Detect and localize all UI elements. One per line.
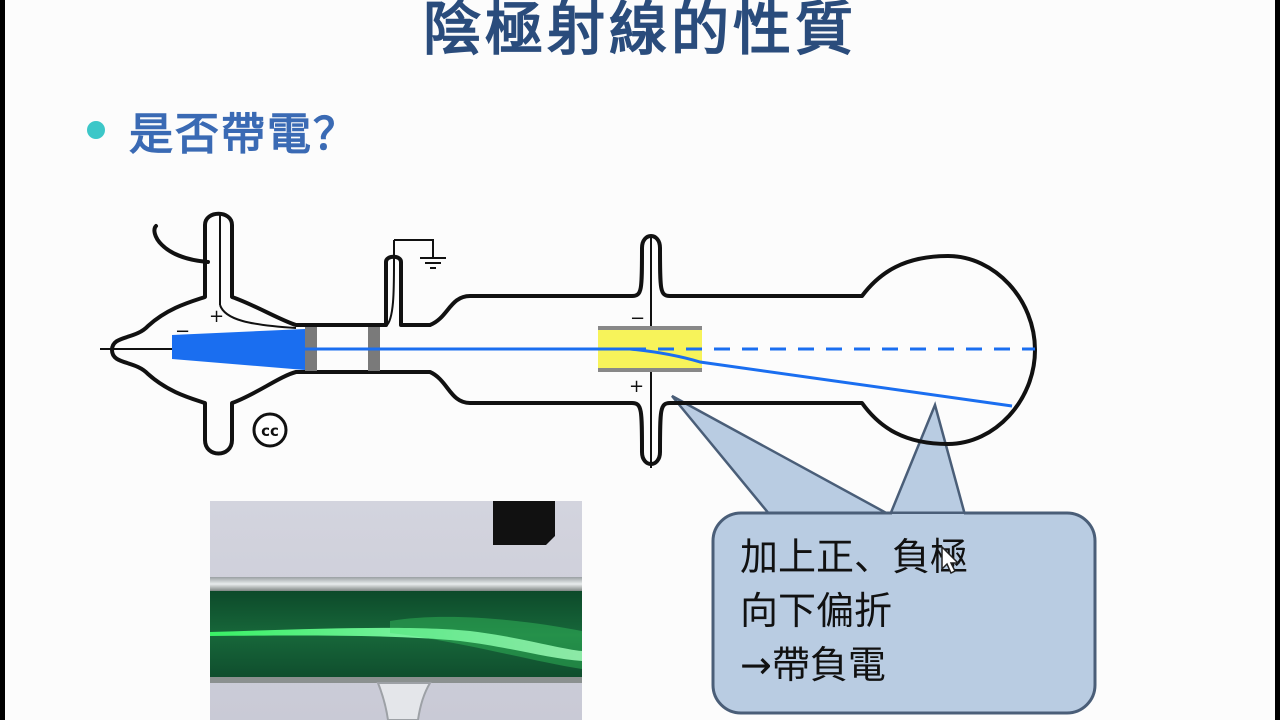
electron-beam-cone	[172, 329, 305, 370]
anode-sign: +	[209, 306, 224, 327]
slide: 陰極射線的性質 是否帶電？	[5, 0, 1275, 720]
beam-paths	[305, 347, 1035, 408]
callout-text: 加上正、負極 向下偏折 →帶負電	[740, 530, 968, 692]
callout-line-3: →帶負電	[740, 643, 886, 687]
bullet-item: 是否帶電？	[87, 98, 359, 162]
slide-title: 陰極射線的性質	[422, 0, 857, 63]
callout-box	[711, 511, 1097, 715]
bullet-text: 是否帶電？	[129, 109, 359, 160]
bullet-dot-icon	[87, 121, 105, 139]
svg-text:cc: cc	[261, 422, 279, 440]
cathode-sign: −	[175, 321, 190, 342]
plate-bottom-sign: +	[629, 376, 644, 397]
callout-line-2: 向下偏折	[740, 589, 893, 633]
electrode-wires	[100, 212, 652, 468]
mouse-cursor-icon	[941, 545, 960, 575]
cc-license-icon: cc	[252, 412, 288, 448]
callout-pointers	[671, 394, 967, 517]
crt-photo	[210, 501, 582, 720]
tube-outline	[110, 211, 1037, 466]
plate-top-sign: −	[630, 308, 645, 329]
callout-line-1: 加上正、負極	[740, 535, 969, 579]
cathode-ray-tube-diagram: − + − + cc	[100, 211, 1097, 715]
